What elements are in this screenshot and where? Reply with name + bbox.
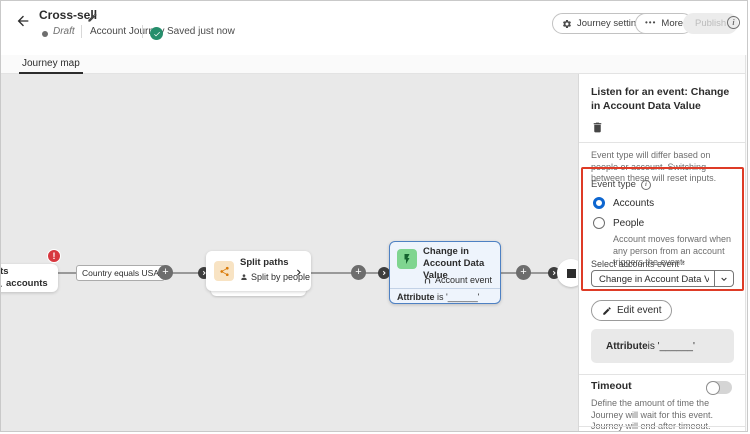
panel-scrollbar-track[interactable] — [745, 55, 747, 431]
toggle-knob — [706, 380, 720, 395]
people-helper-text: Account moves forward when any person fr… — [613, 234, 732, 267]
node-split-paths[interactable]: Split paths Split by people — [206, 251, 311, 291]
read-node-title: Read accounts — [1, 266, 9, 277]
delete-trash-icon[interactable] — [591, 121, 607, 137]
account-icon — [424, 277, 431, 283]
edit-event-label: Edit event — [617, 305, 662, 316]
select-accounts-event-dropdown[interactable]: Change in Account Data Value — [591, 270, 734, 287]
journey-title: Cross-sell — [39, 8, 98, 22]
journey-end-node[interactable] — [557, 259, 578, 287]
person-icon — [241, 274, 247, 280]
edit-title-pencil-icon[interactable] — [87, 10, 99, 22]
divider — [390, 288, 500, 289]
publish-button[interactable]: Publish — [683, 13, 739, 34]
event-node-attribute: Attribute is '______' — [397, 292, 480, 302]
journey-settings-button[interactable]: Journey settings — [552, 13, 657, 34]
condition-pill[interactable]: Country equals USA — [76, 265, 166, 281]
select-event-label: Select accounts event * — [591, 259, 686, 269]
add-activity-button[interactable] — [516, 265, 531, 280]
divider — [579, 426, 745, 427]
journey-settings-label: Journey settings — [577, 18, 647, 29]
radio-selected-icon[interactable] — [593, 197, 605, 209]
radio-unselected-icon[interactable] — [593, 217, 605, 229]
divider — [579, 374, 745, 375]
edit-event-button[interactable]: Edit event — [591, 300, 673, 321]
divider — [81, 25, 82, 38]
panel-heading: Listen for an event: Change in Account D… — [591, 86, 730, 112]
gear-icon — [563, 19, 571, 28]
node-read-accounts[interactable]: Read accounts accounts — [1, 264, 58, 292]
expand-chevron-icon[interactable] — [294, 264, 304, 276]
read-node-subtitle: accounts — [1, 278, 48, 289]
lightning-icon — [397, 249, 417, 269]
radio-accounts[interactable]: Accounts — [593, 197, 654, 209]
split-icon — [214, 261, 234, 281]
info-icon[interactable] — [640, 179, 651, 190]
split-stacked-cards — [211, 290, 306, 296]
status-dot — [42, 31, 48, 37]
divider — [142, 25, 143, 38]
attribute-summary-box: Attribute is '______' — [591, 329, 734, 363]
event-type-row: Event type — [591, 179, 651, 190]
person-icon — [1, 284, 2, 287]
more-label: More — [661, 18, 684, 29]
error-badge-icon — [47, 249, 61, 263]
event-type-label: Event type — [591, 179, 636, 190]
tab-journey-map[interactable]: Journey map — [19, 58, 83, 74]
node-change-in-account-data-value[interactable]: Change in Account Data Value Account eve… — [389, 241, 501, 304]
back-arrow-icon[interactable] — [15, 13, 33, 31]
chevron-down-icon[interactable] — [714, 271, 733, 286]
entry-chevron-icon — [378, 267, 390, 279]
publish-info-icon[interactable] — [727, 16, 740, 29]
saved-status-text: Saved just now — [167, 26, 235, 37]
status-badge: Draft — [53, 26, 75, 37]
split-node-title: Split paths — [240, 257, 289, 268]
timeout-toggle[interactable] — [706, 380, 732, 395]
pencil-icon — [603, 306, 611, 315]
journey-type-label: Account Journey — [90, 26, 165, 37]
header: Cross-sell Draft Account Journey Saved j… — [1, 1, 747, 55]
event-node-subtitle: Account event — [423, 275, 492, 285]
split-node-subtitle: Split by people — [240, 272, 310, 282]
tab-bar: Journey map — [1, 55, 745, 74]
divider — [579, 142, 745, 143]
add-activity-button[interactable] — [351, 265, 366, 280]
connector-line — [496, 272, 574, 274]
journey-canvas[interactable]: Read accounts accounts Country equals US… — [1, 74, 578, 431]
event-node-title: Change in Account Data Value — [423, 246, 485, 281]
more-dots-icon — [645, 18, 656, 29]
stop-square-icon — [566, 268, 576, 278]
saved-check-icon — [150, 27, 163, 40]
radio-people[interactable]: People — [593, 217, 644, 229]
event-config-panel: Listen for an event: Change in Account D… — [578, 74, 745, 431]
panel-intro-text: Event type will differ based on people o… — [591, 150, 717, 183]
dropdown-selected-value: Change in Account Data Value — [599, 274, 709, 285]
add-activity-button[interactable] — [158, 265, 173, 280]
timeout-label: Timeout — [591, 380, 632, 392]
